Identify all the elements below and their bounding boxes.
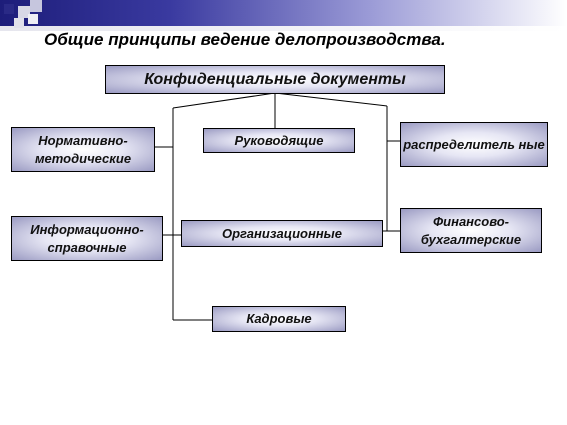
header-gradient-bar: [0, 0, 567, 26]
header-shadow-strip: [0, 26, 567, 31]
node-guiding: Руководящие: [203, 128, 355, 153]
node-personnel: Кадровые: [212, 306, 346, 332]
decor-square: [28, 14, 38, 24]
root-node: Конфиденциальные документы: [105, 65, 445, 94]
decor-square: [30, 0, 42, 12]
decor-square: [14, 18, 24, 28]
node-finance-accounting: Финансово-бухгалтерские: [400, 208, 542, 253]
node-distributive: распределитель ные: [400, 122, 548, 167]
page-title: Общие принципы ведение делопроизводства.: [44, 30, 446, 49]
decor-square: [18, 6, 30, 18]
node-normative: Нормативно-методические: [11, 127, 155, 172]
decor-square: [4, 4, 14, 14]
node-info-reference: Информационно-справочные: [11, 216, 163, 261]
node-organizational: Организационные: [181, 220, 383, 247]
